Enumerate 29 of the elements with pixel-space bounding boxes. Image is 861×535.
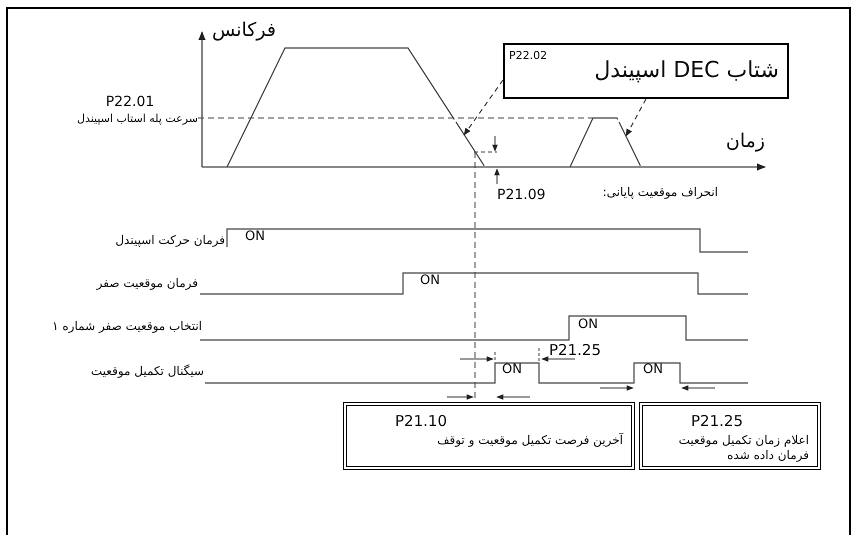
callout-text: شتاب DEC اسپیندل	[594, 57, 779, 85]
value-label: P21.25	[549, 342, 601, 360]
value-label: ON	[420, 274, 440, 289]
callout-box	[639, 402, 821, 470]
signal-label: انحراف موقعیت پایانی:	[602, 186, 718, 200]
parameter-code: P21.10	[395, 412, 447, 430]
parameter-code: P21.25	[691, 412, 743, 430]
callout-text: اعلام زمان تکمیل موقعیت فرمان داده شده	[678, 433, 809, 463]
value-label: ON	[643, 363, 663, 378]
callout-text: آخرین فرصت تکمیل موقعیت و توقف	[436, 433, 623, 448]
deceleration-slope	[618, 122, 641, 166]
signal-label: سرعت پله استاب اسپیندل	[76, 113, 198, 126]
deceleration-slope	[456, 122, 485, 166]
signal-label: فرمان حرکت اسپیندل	[115, 234, 225, 248]
signal-label: فرمان موقعیت صفر	[96, 277, 198, 291]
callout-box	[503, 43, 789, 99]
value-label: P21.09	[497, 187, 546, 204]
parameter-code: P22.02	[509, 49, 548, 62]
signal-label: سیگنال تکمیل موقعیت	[90, 365, 204, 379]
value-label: ON	[578, 318, 598, 333]
value-label: P22.01	[106, 94, 154, 110]
leader-line	[464, 80, 504, 136]
signal-label: زمان	[726, 131, 765, 153]
signal-label: فرکانس	[212, 20, 276, 42]
value-label: ON	[502, 363, 522, 378]
leader-line	[626, 98, 646, 137]
signal-label: انتخاب موقعیت صفر شماره ۱	[52, 320, 202, 334]
callout-box	[343, 402, 635, 470]
value-label: ON	[245, 230, 265, 245]
